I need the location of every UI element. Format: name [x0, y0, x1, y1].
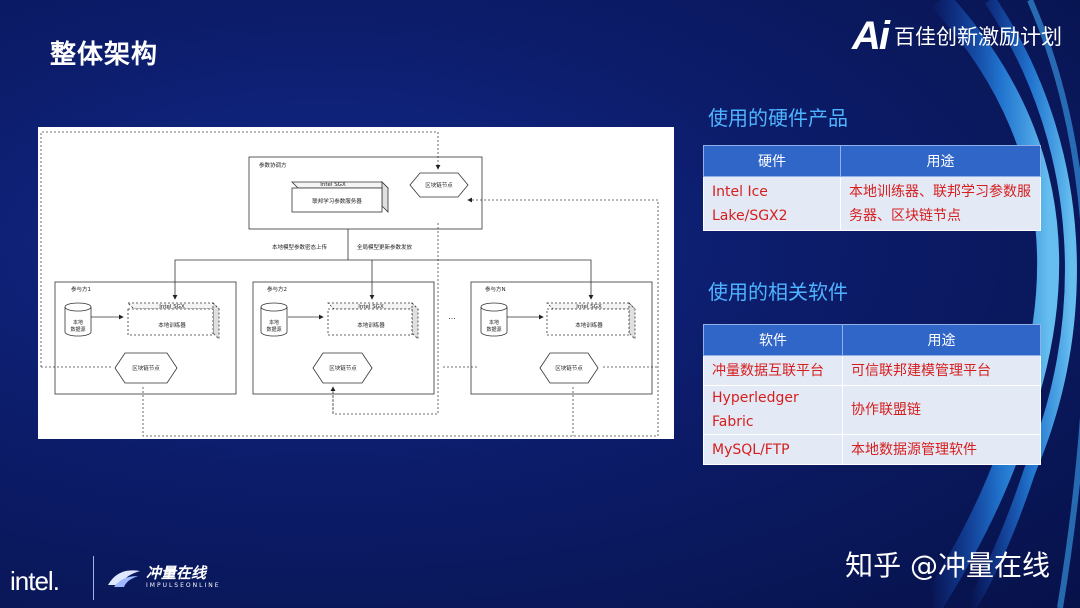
participant-box-1: [54, 281, 237, 395]
broadcast-label: 全局模型更新参数发放: [357, 243, 413, 251]
table-row: 冲量数据互联平台 可信联邦建模管理平台: [703, 355, 1041, 386]
svg-text:本地训练器: 本地训练器: [575, 321, 603, 329]
svg-text:区块链节点: 区块链节点: [329, 364, 357, 372]
hardware-use-cell: 本地训练器、联邦学习参数服务器、区块链节点: [840, 176, 1041, 231]
decorative-swoosh: [920, 0, 1080, 608]
impulse-wing-icon: [108, 569, 140, 587]
svg-text:本地: 本地: [489, 319, 499, 326]
svg-text:参与方N: 参与方N: [485, 285, 506, 293]
brand-name: 百佳创新激励计划: [894, 25, 1062, 49]
software-section-title: 使用的相关软件: [708, 280, 848, 304]
software-header-name: 软件: [703, 324, 843, 356]
coordinator-box: [248, 156, 483, 230]
software-name-cell: Hyperledger Fabric: [703, 385, 843, 435]
intel-logo: intel.: [10, 566, 60, 596]
impulse-name: 冲量在线: [146, 564, 207, 582]
software-use-cell: 本地数据源管理软件: [842, 434, 1041, 465]
impulse-logo: 冲量在线 IMPULSEONLINE: [106, 566, 221, 589]
participant-box-2: [252, 281, 435, 395]
impulse-subname: IMPULSEONLINE: [146, 582, 221, 589]
software-use-cell: 协作联盟链: [842, 385, 1041, 435]
brand-logo: Ai: [852, 14, 890, 58]
svg-text:数据源: 数据源: [486, 326, 501, 333]
participant-1: 参与方1 本地 数据源 Intel SGX 本地训练器 区块链节点: [64, 285, 220, 384]
hardware-header-use: 用途: [840, 145, 1041, 177]
software-table-header: 软件 用途: [703, 324, 1041, 356]
hardware-section-title: 使用的硬件产品: [708, 106, 848, 130]
svg-text:参与方2: 参与方2: [267, 285, 287, 293]
hardware-header-name: 硬件: [703, 145, 841, 177]
svg-text:参与方1: 参与方1: [71, 285, 91, 293]
svg-text:本地: 本地: [73, 319, 83, 326]
svg-text:Intel SGX: Intel SGX: [159, 304, 185, 310]
hardware-table-header: 硬件 用途: [703, 145, 1041, 177]
software-table: 软件 用途 冲量数据互联平台 可信联邦建模管理平台 Hyperledger Fa…: [703, 324, 1041, 465]
svg-text:区块链节点: 区块链节点: [555, 364, 583, 372]
software-name-cell: MySQL/FTP: [703, 434, 843, 465]
upload-label: 本地模型参数密态上传: [272, 243, 328, 251]
footer-divider: [93, 556, 94, 600]
svg-text:Intel SGX: Intel SGX: [358, 304, 384, 310]
participant-2: 参与方2 本地 数据源 Intel SGX 本地训练器 区块链节点: [260, 285, 419, 384]
svg-text:数据源: 数据源: [266, 326, 281, 333]
architecture-diagram: 参数协调方 Intel SGX 联邦学习参数服务器 区块链节点 本地模型参数密态…: [38, 127, 674, 439]
participant-n: 参与方N 本地 数据源 Intel SGX 本地训练器 区块链节点: [480, 285, 636, 384]
software-name-cell: 冲量数据互联平台: [703, 355, 843, 386]
coordinator-node-label: 区块链节点: [425, 181, 453, 189]
zhihu-watermark: 知乎 @冲量在线: [845, 549, 1050, 582]
software-use-cell: 可信联邦建模管理平台: [842, 355, 1041, 386]
svg-text:本地训练器: 本地训练器: [357, 321, 385, 329]
svg-text:本地训练器: 本地训练器: [158, 321, 186, 329]
coordinator-sgx-label: Intel SGX: [320, 182, 346, 188]
slide-title: 整体架构: [50, 40, 159, 70]
svg-text:区块链节点: 区块链节点: [132, 364, 160, 372]
svg-text:本地: 本地: [269, 319, 279, 326]
participant-box-n: [470, 281, 653, 395]
table-row: MySQL/FTP 本地数据源管理软件: [703, 434, 1041, 465]
param-server-label: 联邦学习参数服务器: [312, 197, 362, 205]
software-header-use: 用途: [842, 324, 1041, 356]
svg-text:Intel SGX: Intel SGX: [576, 304, 602, 310]
table-row: Hyperledger Fabric 协作联盟链: [703, 385, 1041, 435]
coordinator-label: 参数协调方: [259, 161, 287, 169]
diagram-ellipsis: ...: [448, 312, 456, 321]
svg-text:数据源: 数据源: [70, 326, 85, 333]
brand-header: Ai 百佳创新激励计划: [852, 16, 1062, 56]
